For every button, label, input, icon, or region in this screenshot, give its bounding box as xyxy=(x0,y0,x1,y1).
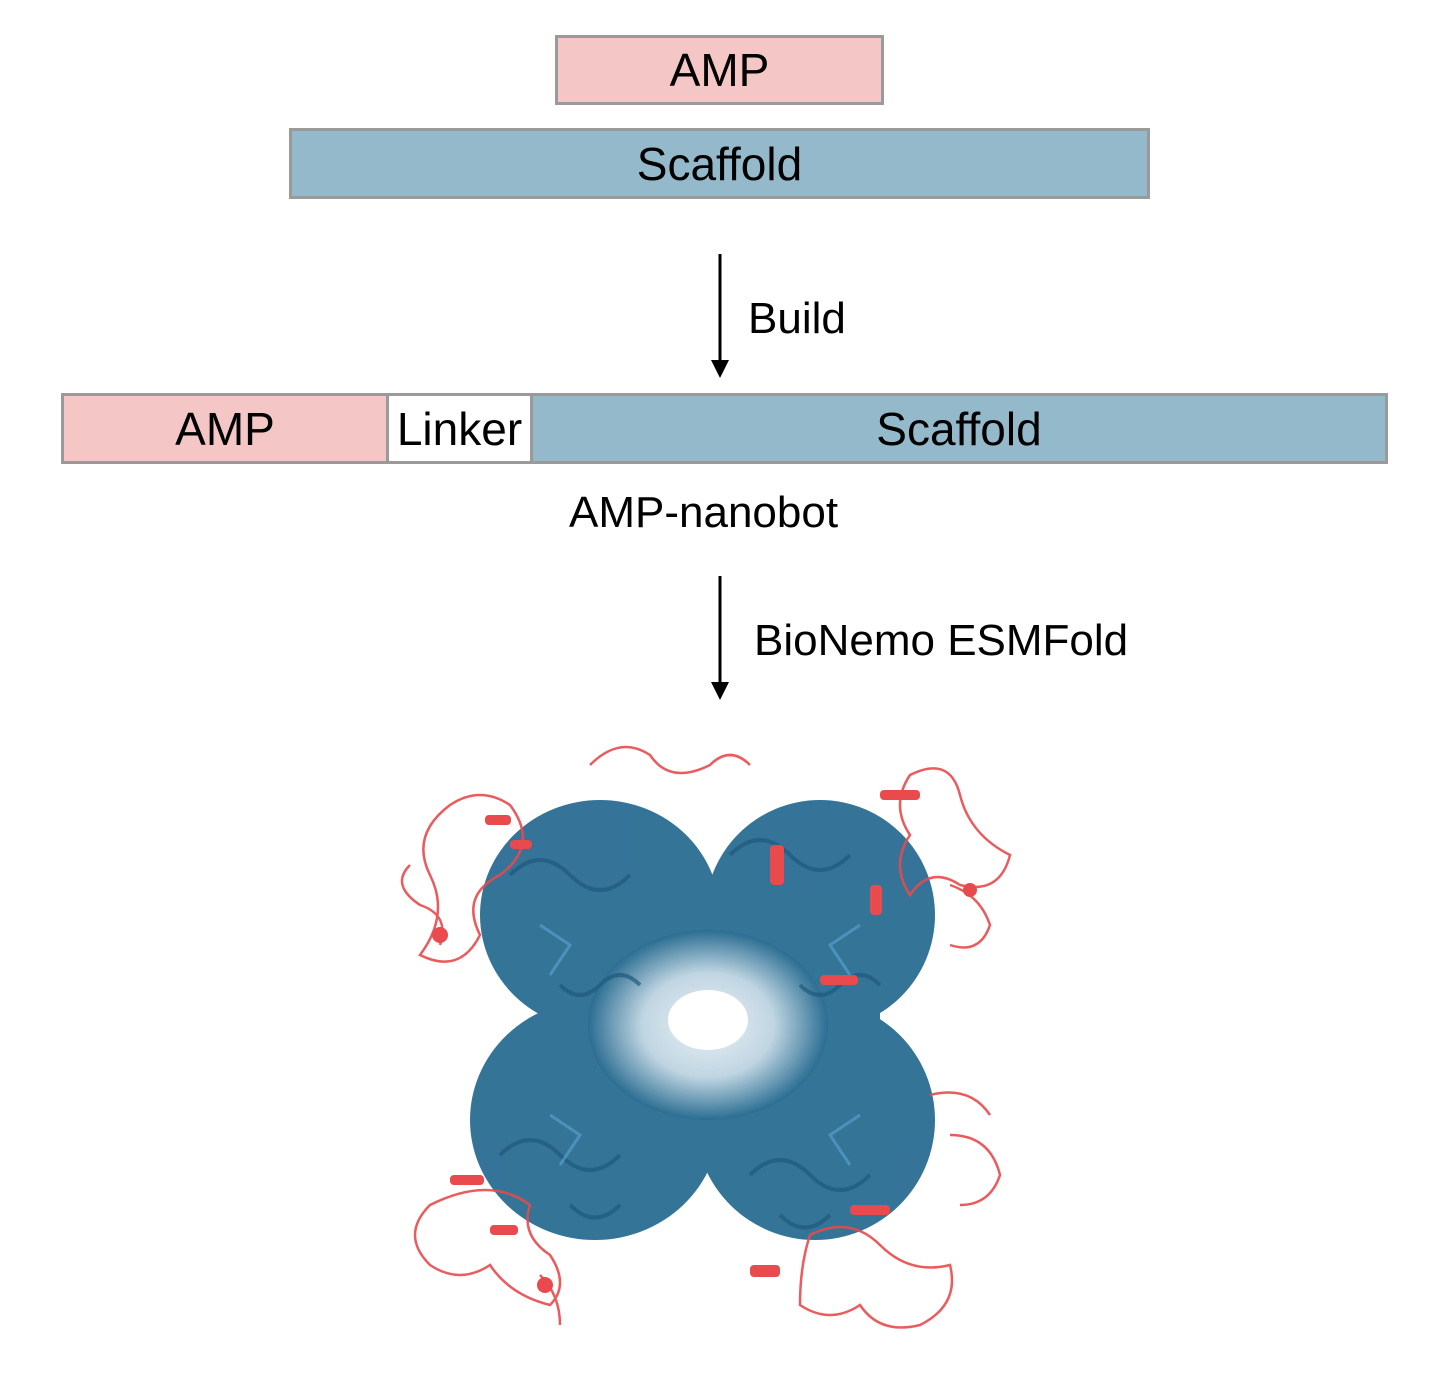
construct-amp-label: AMP xyxy=(175,402,275,455)
amp-nanobot-construct: AMP Linker Scaffold xyxy=(61,393,1388,464)
construct-caption: AMP-nanobot xyxy=(569,488,839,537)
predicted-structure-image xyxy=(400,745,1012,1329)
scaffold-input-block: Scaffold xyxy=(289,128,1150,199)
construct-scaffold-label: Scaffold xyxy=(876,402,1042,455)
scaffold-input-label: Scaffold xyxy=(636,137,803,190)
build-step-label: Build xyxy=(748,294,846,343)
construct-amp-segment: AMP xyxy=(64,396,389,461)
esmfold-arrow xyxy=(711,576,729,700)
esmfold-step-label: BioNemo ESMFold xyxy=(754,616,1129,665)
build-arrow xyxy=(711,254,729,378)
construct-scaffold-segment: Scaffold xyxy=(533,396,1385,461)
amp-input-block: AMP xyxy=(555,35,884,105)
construct-linker-label: Linker xyxy=(396,402,523,455)
amp-input-label: AMP xyxy=(669,44,770,96)
construct-linker-segment: Linker xyxy=(389,396,533,461)
